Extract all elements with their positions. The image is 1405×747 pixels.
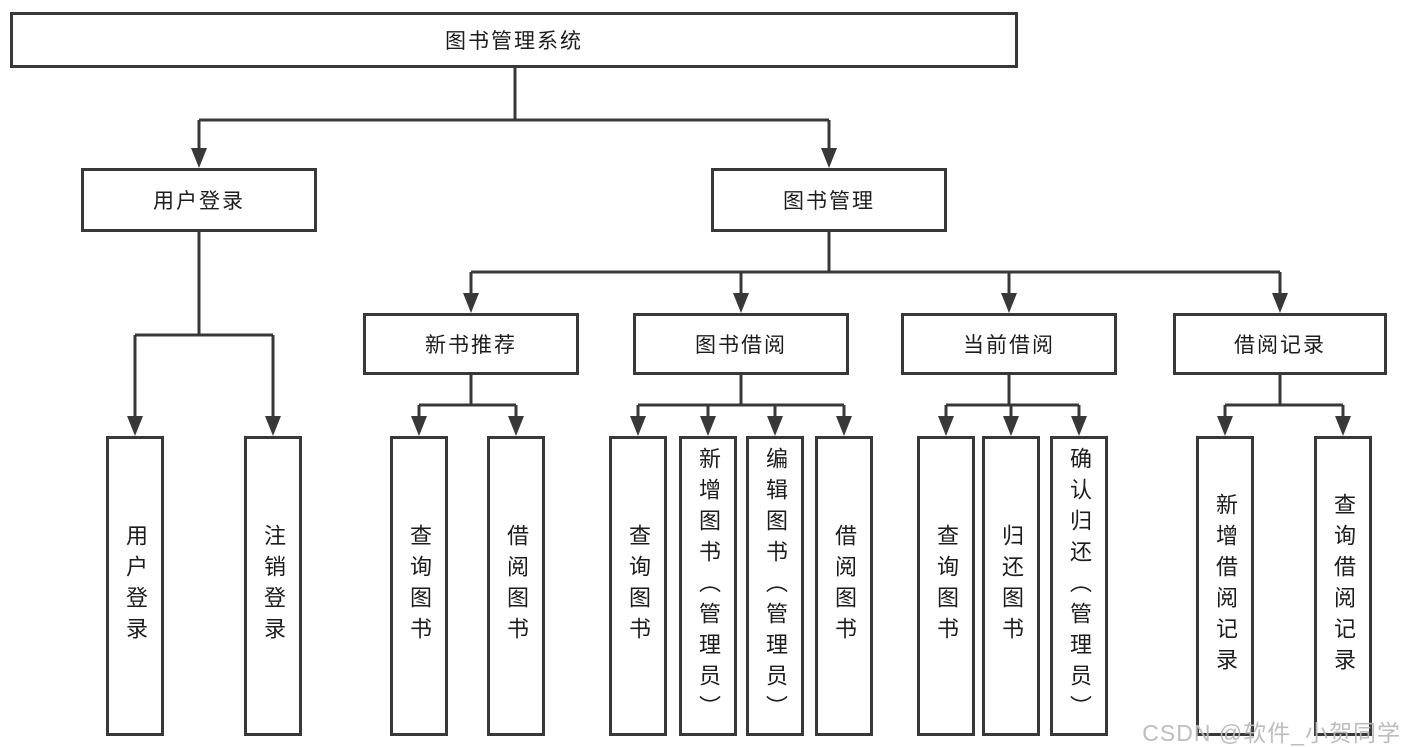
csdn-watermark: CSDN @软件_小贺同学 bbox=[1142, 720, 1401, 746]
node-leaf-add-borrow-record: 新增借阅记录 bbox=[1196, 436, 1254, 736]
node-label: 图书借阅 bbox=[695, 334, 787, 357]
node-label: 用户登录 bbox=[123, 524, 148, 648]
connector-borrowing-records-to-leaves bbox=[1223, 375, 1345, 418]
node-user-login: 用户登录 bbox=[81, 168, 317, 232]
node-book-management: 图书管理 bbox=[711, 168, 947, 232]
node-leaf-return-books: 归还图书 bbox=[982, 436, 1040, 736]
node-label: 借阅图书 bbox=[832, 524, 857, 648]
node-label: 当前借阅 bbox=[963, 334, 1055, 357]
connector-current-borrowing-to-leaves bbox=[944, 375, 1081, 418]
node-leaf-add-books-admin: 新增图书（管理员） bbox=[679, 436, 737, 736]
connector-new-book-recommendation-to-leaves bbox=[417, 375, 518, 418]
node-label: 确认归还（管理员） bbox=[1067, 446, 1092, 726]
node-label: 新增图书（管理员） bbox=[696, 446, 721, 726]
node-label: 编辑图书（管理员） bbox=[763, 446, 788, 726]
node-label: 借阅图书 bbox=[504, 524, 529, 648]
connector-user-login-to-leaves bbox=[133, 232, 275, 418]
node-leaf-borrow-books-recommend: 借阅图书 bbox=[487, 436, 545, 736]
node-label: 查询借阅记录 bbox=[1331, 493, 1356, 679]
node-borrowing-records: 借阅记录 bbox=[1173, 313, 1387, 375]
node-label: 图书管理 bbox=[783, 190, 875, 213]
node-label: 查询图书 bbox=[407, 524, 432, 648]
connector-root-to-level2 bbox=[197, 68, 831, 150]
node-leaf-query-borrow-record: 查询借阅记录 bbox=[1314, 436, 1372, 736]
node-leaf-confirm-return-admin: 确认归还（管理员） bbox=[1050, 436, 1108, 736]
node-label: 借阅记录 bbox=[1234, 334, 1326, 357]
node-leaf-query-books-recommend: 查询图书 bbox=[390, 436, 448, 736]
node-label: 查询图书 bbox=[934, 524, 959, 648]
node-current-borrowing: 当前借阅 bbox=[901, 313, 1117, 375]
node-label: 图书管理系统 bbox=[445, 30, 583, 53]
node-leaf-query-books-borrowing: 查询图书 bbox=[609, 436, 667, 736]
node-label: 注销登录 bbox=[261, 524, 286, 648]
node-label: 归还图书 bbox=[999, 524, 1024, 648]
connector-book-borrowing-to-leaves bbox=[636, 375, 846, 418]
arrowheads bbox=[127, 148, 1351, 436]
node-leaf-logout: 注销登录 bbox=[244, 436, 302, 736]
node-new-book-recommendation: 新书推荐 bbox=[363, 313, 579, 375]
node-label: 新书推荐 bbox=[425, 334, 517, 357]
node-library-management-system: 图书管理系统 bbox=[10, 12, 1018, 68]
node-leaf-edit-books-admin: 编辑图书（管理员） bbox=[746, 436, 804, 736]
connector-book-management-to-level3 bbox=[469, 232, 1282, 295]
node-label: 新增借阅记录 bbox=[1213, 493, 1238, 679]
node-leaf-user-login: 用户登录 bbox=[106, 436, 164, 736]
node-leaf-query-books-current: 查询图书 bbox=[917, 436, 975, 736]
node-book-borrowing: 图书借阅 bbox=[633, 313, 849, 375]
node-leaf-borrow-books-borrowing: 借阅图书 bbox=[815, 436, 873, 736]
node-label: 查询图书 bbox=[626, 524, 651, 648]
node-label: 用户登录 bbox=[153, 190, 245, 213]
